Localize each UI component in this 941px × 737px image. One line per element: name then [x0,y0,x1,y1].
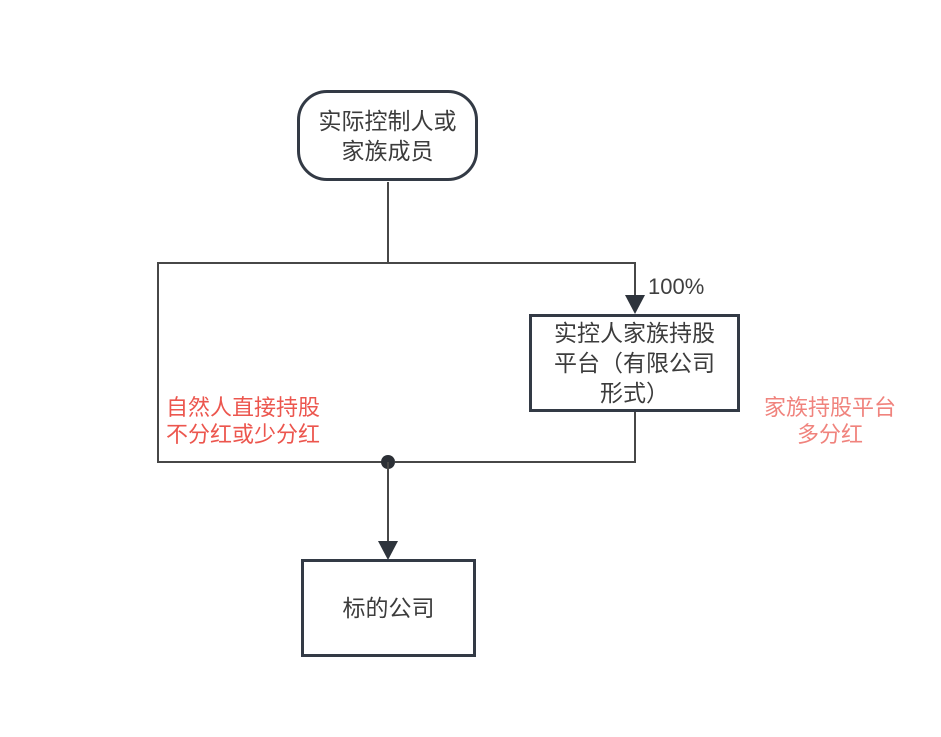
node-family-holding-platform-line2: 平台（有限公司 [554,350,715,376]
annotation-family-platform-dividend-line1: 家族持股平台 [763,395,896,420]
annotation-natural-person-holding: 自然人直接持股 不分红或少分红 [166,394,320,448]
arrowhead-platform-icon [625,295,645,314]
node-actual-controller-line1: 实际控制人或 [318,107,457,134]
node-family-holding-platform-line1: 实控人家族持股 [554,320,715,346]
arrowhead-target-icon [378,541,398,560]
edge-branch-left-path [157,262,635,463]
node-family-holding-platform: 实控人家族持股 平台（有限公司 形式） [529,314,740,412]
node-target-company: 标的公司 [301,559,476,657]
annotation-family-platform-dividend-line2: 多分红 [796,422,863,447]
node-actual-controller: 实际控制人或 家族成员 [297,90,478,181]
ownership-percentage-label: 100% [648,274,705,299]
node-family-holding-platform-line3: 形式） [600,380,669,406]
annotation-family-platform-dividend: 家族持股平台 多分红 [750,394,910,448]
annotation-natural-person-holding-line1: 自然人直接持股 [166,395,321,420]
node-actual-controller-line2: 家族成员 [341,137,434,164]
node-target-company-label: 标的公司 [342,595,435,621]
edge-platform-to-junction [395,412,636,463]
annotation-natural-person-holding-line2: 不分红或少分红 [166,422,321,447]
